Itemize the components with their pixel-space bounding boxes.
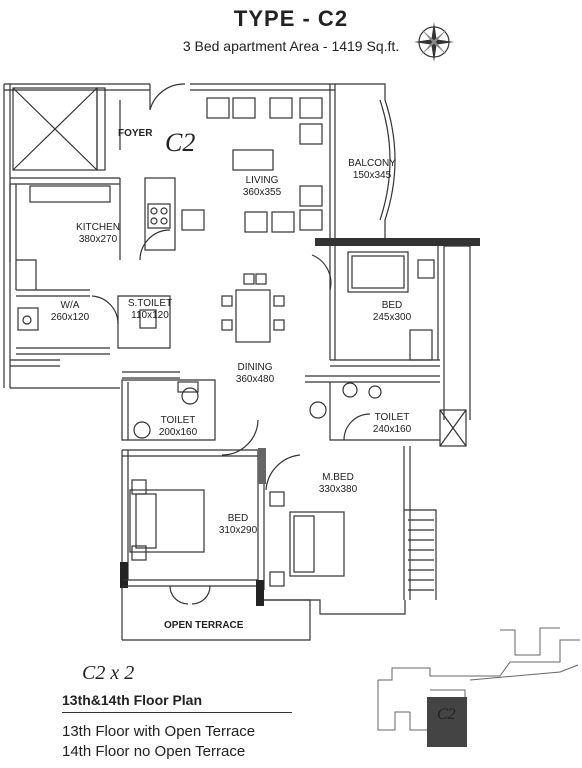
room-kitchen: KITCHEN 380x270 xyxy=(68,222,128,246)
unit-multiplier: C2 x 2 xyxy=(82,662,135,684)
plan-title: TYPE - C2 xyxy=(233,6,349,31)
room-size: 200x160 xyxy=(158,427,198,438)
room-open-terrace: OPEN TERRACE xyxy=(164,620,244,631)
room-name: S.TOILET xyxy=(127,298,173,309)
room-size: 110x120 xyxy=(131,310,169,321)
room-size: 310x290 xyxy=(218,525,258,536)
room-size: 360x355 xyxy=(242,187,282,198)
room-master-bed: M.BED 330x380 xyxy=(308,472,368,496)
room-bed-2: BED 310x290 xyxy=(208,513,268,537)
heading-underline xyxy=(62,712,292,713)
room-size: 245x300 xyxy=(372,312,412,323)
room-size: 150x345 xyxy=(352,170,392,181)
room-bed-1: BED 245x300 xyxy=(362,300,422,324)
plan-subtitle: 3 Bed apartment Area - 1419 Sq.ft. xyxy=(182,38,400,54)
unit-label: C2 xyxy=(165,128,196,157)
room-name: M.BED xyxy=(322,472,354,483)
room-name: DINING xyxy=(237,362,273,373)
room-size: 380x270 xyxy=(78,234,118,245)
room-size: 260x120 xyxy=(50,312,90,323)
room-size: 360x480 xyxy=(235,374,275,385)
room-name: TOILET xyxy=(374,412,410,423)
floor-plan-heading: 13th&14th Floor Plan xyxy=(62,692,203,708)
room-name: BALCONY xyxy=(348,158,396,169)
keyplan-highlight xyxy=(427,697,467,747)
room-name: W/A xyxy=(60,300,80,311)
floor-note-13th: 13th Floor with Open Terrace xyxy=(62,723,256,740)
room-name: BED xyxy=(381,300,403,311)
room-size: 240x160 xyxy=(372,424,412,435)
room-size: 330x380 xyxy=(318,484,358,495)
room-balcony: BALCONY 150x345 xyxy=(342,158,402,182)
keyplan-label: C2 xyxy=(437,706,456,723)
room-dining: DINING 360x480 xyxy=(225,362,285,386)
room-living: LIVING 360x355 xyxy=(232,175,292,199)
room-foyer: FOYER xyxy=(118,128,153,139)
room-toilet-1: TOILET 200x160 xyxy=(148,415,208,439)
room-name: TOILET xyxy=(160,415,196,426)
room-name: LIVING xyxy=(245,175,279,186)
compass-rose-icon xyxy=(412,20,456,64)
room-name: BED xyxy=(227,513,249,524)
floor-note-14th: 14th Floor no Open Terrace xyxy=(62,743,246,760)
room-s-toilet: S.TOILET 110x120 xyxy=(120,298,180,322)
room-toilet-2: TOILET 240x160 xyxy=(362,412,422,436)
room-name: KITCHEN xyxy=(76,222,120,233)
room-wa: W/A 260x120 xyxy=(40,300,100,324)
